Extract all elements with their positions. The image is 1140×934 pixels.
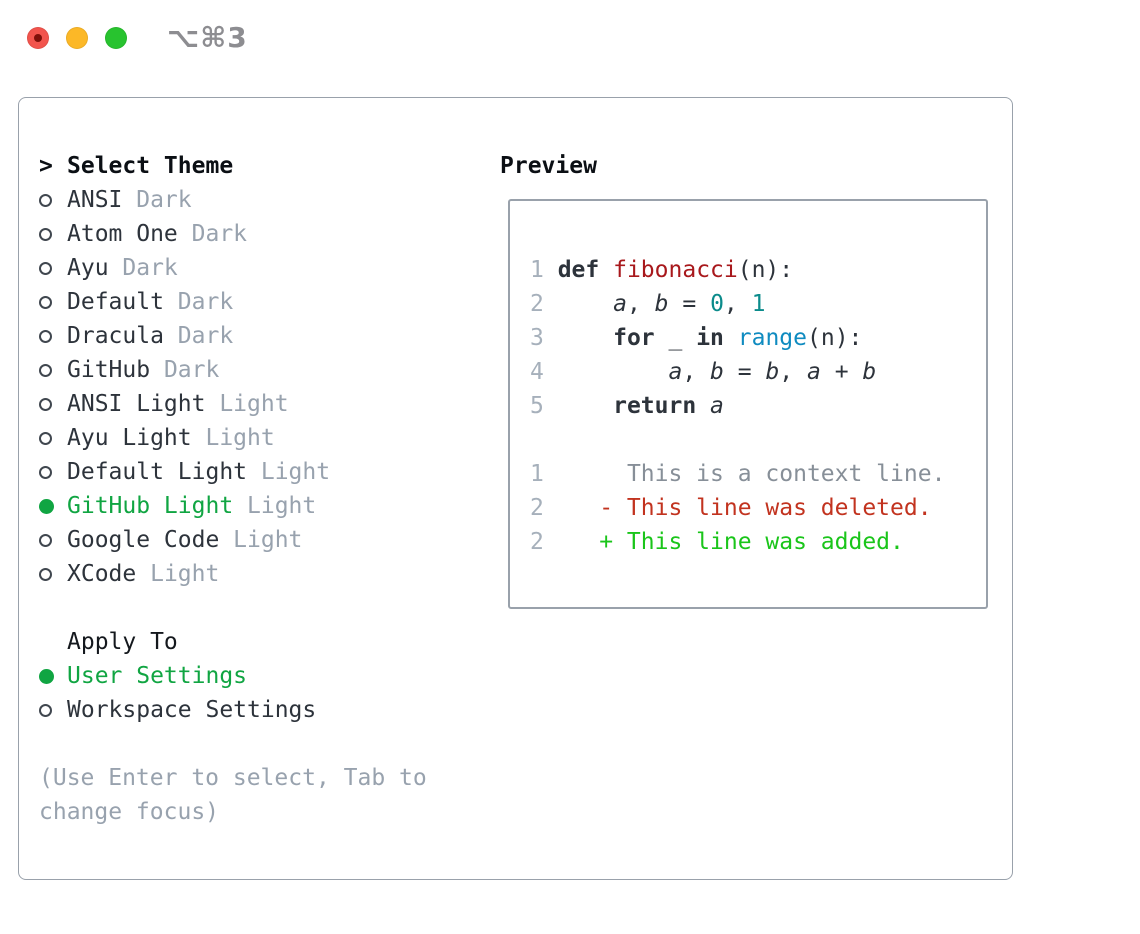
theme-option[interactable]: Default Light Light	[39, 455, 427, 489]
theme-option[interactable]: Google Code Light	[39, 523, 427, 557]
window-title: ⌥⌘3	[167, 21, 248, 54]
variant-tag: Dark	[122, 255, 178, 281]
select-theme-title: Select Theme	[67, 153, 234, 179]
theme-option[interactable]: Dracula Dark	[39, 319, 427, 353]
line-number: 1	[530, 257, 544, 283]
variant-tag: Dark	[191, 221, 248, 247]
code-line: 1 This is a context line.	[530, 457, 986, 491]
code-line	[530, 423, 986, 457]
radio-unselected-icon	[39, 329, 52, 343]
variant-tag: Light	[150, 561, 220, 587]
theme-option[interactable]: ANSI Light Light	[39, 387, 427, 421]
radio-unselected-icon	[39, 363, 52, 377]
apply-to-title: Apply To	[67, 629, 178, 655]
option-label: Ayu Light	[67, 425, 192, 451]
code-line: 4 a, b = b, a + b	[530, 355, 986, 389]
theme-option[interactable]: Ayu Light Light	[39, 421, 427, 455]
variant-tag: Light	[247, 493, 317, 519]
code-line: 2 + This line was added.	[530, 525, 986, 559]
radio-unselected-icon	[39, 465, 52, 479]
apply-to-header: Apply To	[39, 625, 427, 659]
line-number: 3	[530, 325, 544, 351]
variant-tag: Dark	[177, 323, 234, 349]
variant-tag: Light	[260, 459, 331, 485]
radio-unselected-icon	[39, 703, 52, 717]
option-label: GitHub	[67, 357, 151, 383]
preview-title: Preview	[500, 153, 597, 179]
line-number: 2	[530, 291, 544, 317]
theme-option[interactable]: GitHub Light Light	[39, 489, 427, 523]
footer-hint-line2: change focus)	[39, 799, 220, 825]
theme-option[interactable]: GitHub Dark	[39, 353, 427, 387]
option-label: Default Light	[67, 459, 248, 485]
cursor-marker: >	[39, 153, 53, 179]
zoom-button[interactable]	[105, 26, 127, 49]
preview-column: Preview 1 def fibonacci(n):2 a, b = 0, 1…	[500, 149, 988, 609]
line-number: 2	[530, 529, 544, 555]
theme-option[interactable]: ANSI Dark	[39, 183, 427, 217]
radio-unselected-icon	[39, 295, 52, 309]
code-line: 3 for _ in range(n):	[530, 321, 986, 355]
radio-unselected-icon	[39, 431, 52, 445]
radio-unselected-icon	[39, 261, 52, 275]
option-label: User Settings	[67, 663, 248, 689]
variant-tag: Dark	[163, 357, 220, 383]
title-bar: ⌥⌘3	[0, 0, 1140, 75]
minimize-button[interactable]	[66, 26, 88, 49]
radio-unselected-icon	[39, 193, 52, 207]
option-label: ANSI	[67, 187, 123, 213]
variant-tag: Dark	[177, 289, 234, 315]
option-label: GitHub Light	[67, 493, 234, 519]
theme-option[interactable]: Ayu Dark	[39, 251, 427, 285]
option-label: XCode	[67, 561, 137, 587]
apply-to-option[interactable]: Workspace Settings	[39, 693, 427, 727]
variant-tag: Light	[205, 425, 275, 451]
option-label: Ayu	[67, 255, 109, 281]
variant-tag: Light	[219, 391, 289, 417]
theme-option[interactable]: XCode Light	[39, 557, 427, 591]
close-button[interactable]	[27, 26, 49, 49]
code-line: 5 return a	[530, 389, 986, 423]
preview-header: Preview	[500, 149, 988, 183]
line-number: 5	[530, 393, 544, 419]
radio-unselected-icon	[39, 533, 52, 547]
theme-option[interactable]: Atom One Dark	[39, 217, 427, 251]
line-number: 4	[530, 359, 544, 385]
line-number: 2	[530, 495, 544, 521]
option-label: ANSI Light	[67, 391, 206, 417]
option-label: Default	[67, 289, 164, 315]
option-label: Atom One	[67, 221, 178, 247]
code-line: 1 def fibonacci(n):	[530, 253, 986, 287]
radio-selected-icon	[39, 498, 54, 514]
variant-tag: Dark	[136, 187, 192, 213]
radio-unselected-icon	[39, 227, 52, 241]
line-number: 1	[530, 461, 544, 487]
spacer	[39, 727, 427, 761]
option-label: Dracula	[67, 323, 164, 349]
radio-unselected-icon	[39, 397, 52, 411]
apply-to-option[interactable]: User Settings	[39, 659, 427, 693]
radio-selected-icon	[39, 668, 54, 684]
footer-hint-line1: (Use Enter to select, Tab to	[39, 765, 427, 791]
code-line: 2 a, b = 0, 1	[530, 287, 986, 321]
spacer	[39, 591, 427, 625]
variant-tag: Light	[233, 527, 303, 553]
theme-option[interactable]: Default Dark	[39, 285, 427, 319]
option-label: Google Code	[67, 527, 220, 553]
select-theme-header: > Select Theme	[39, 149, 427, 183]
radio-unselected-icon	[39, 567, 52, 581]
traffic-lights	[0, 26, 127, 49]
option-label: Workspace Settings	[67, 697, 317, 723]
code-line: 2 - This line was deleted.	[530, 491, 986, 525]
